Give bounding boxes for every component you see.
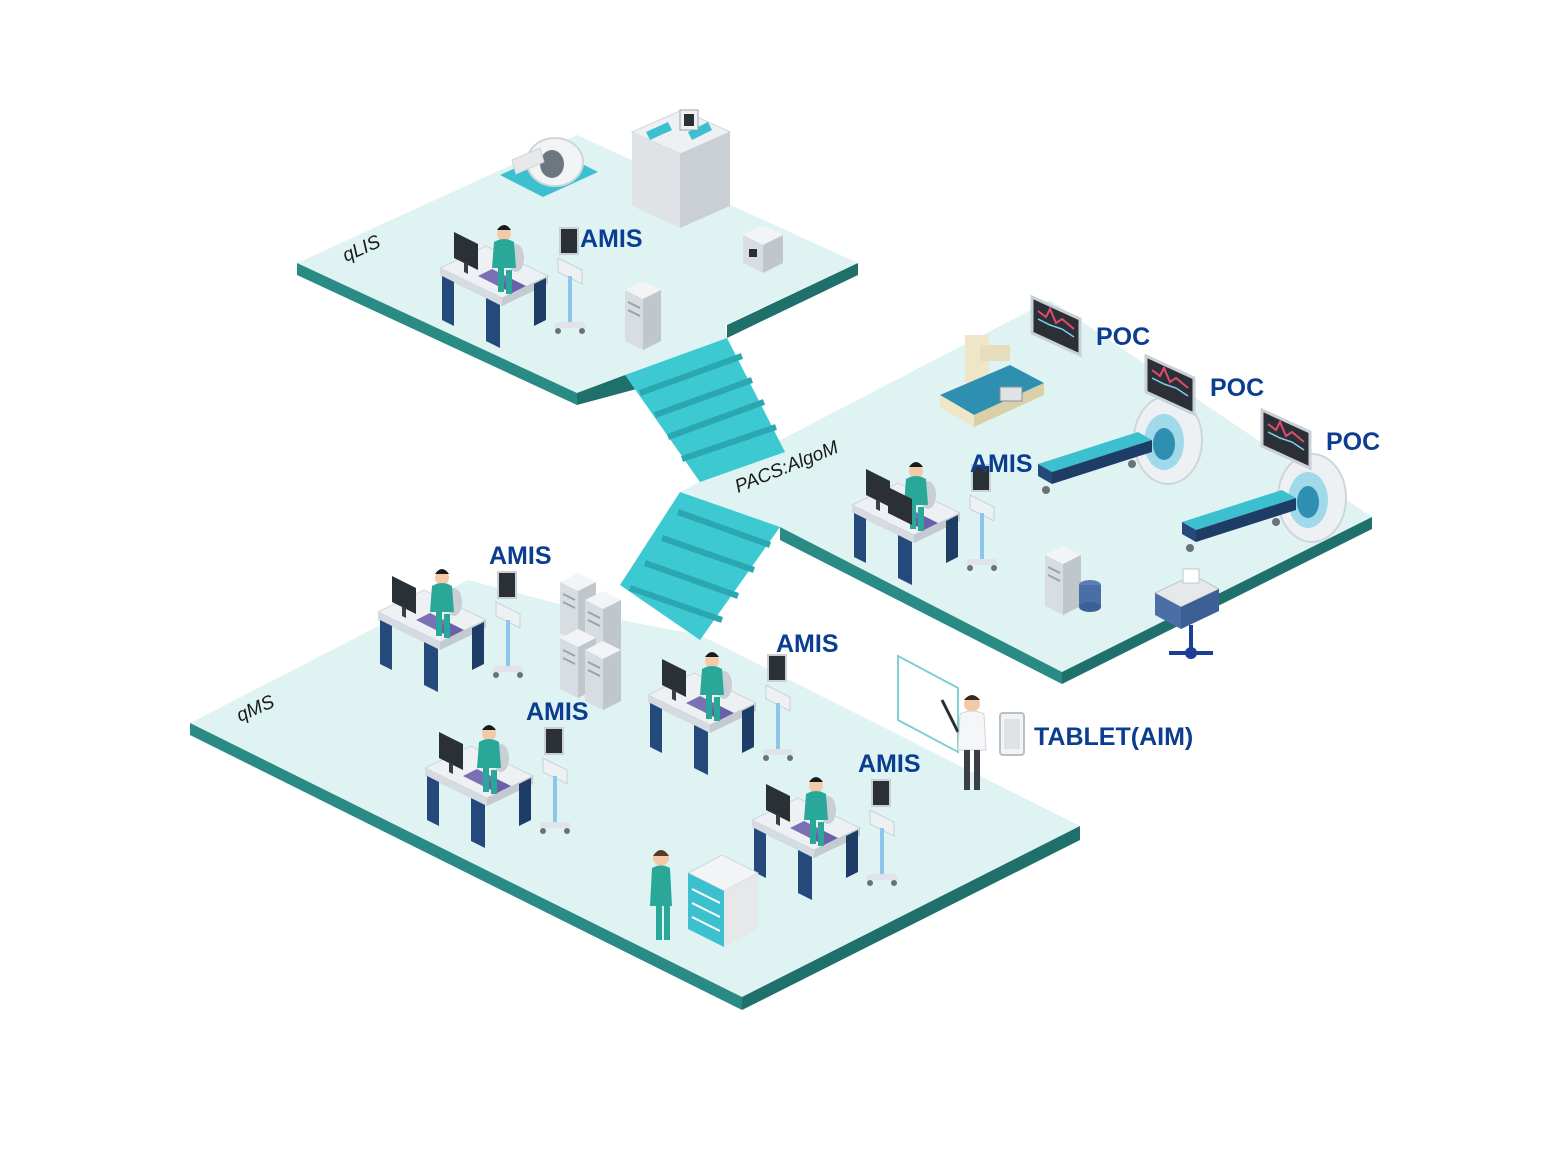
- medicine-cabinet: [686, 854, 760, 947]
- database-icon: [1079, 580, 1101, 612]
- upper-stairs: [625, 338, 785, 482]
- amis-label-main-1: AMIS: [489, 542, 552, 570]
- lab-scanner: [500, 137, 598, 197]
- poc-label-2: POC: [1210, 374, 1264, 402]
- lab-server: [624, 280, 662, 351]
- poc-label-3: POC: [1326, 428, 1380, 456]
- main-floor: [190, 580, 1080, 1010]
- main-server-rack-4: [584, 640, 622, 711]
- amis-label-main-3: AMIS: [526, 698, 589, 726]
- imaging-server: [1044, 545, 1082, 616]
- poc-label-1: POC: [1096, 323, 1150, 351]
- tablet-label: TABLET(AIM): [1034, 723, 1193, 751]
- imaging-second-monitor: [888, 487, 912, 525]
- lab-small-device: [743, 225, 783, 273]
- pharmacist-figure: [650, 850, 672, 940]
- amis-label-main-4: AMIS: [858, 750, 921, 778]
- network-printer: [1153, 568, 1221, 659]
- xray-machine: [940, 335, 1044, 427]
- doctor-figure: [957, 695, 987, 790]
- amis-label-lab: AMIS: [580, 225, 643, 253]
- whiteboard: [897, 654, 960, 754]
- amis-label-imaging: AMIS: [970, 450, 1033, 478]
- lower-stairs: [620, 492, 780, 640]
- imaging-floor: [680, 300, 1372, 684]
- amis-label-main-2: AMIS: [776, 630, 839, 658]
- lab-analyzer: [630, 109, 732, 228]
- tablet-icon: [999, 712, 1025, 756]
